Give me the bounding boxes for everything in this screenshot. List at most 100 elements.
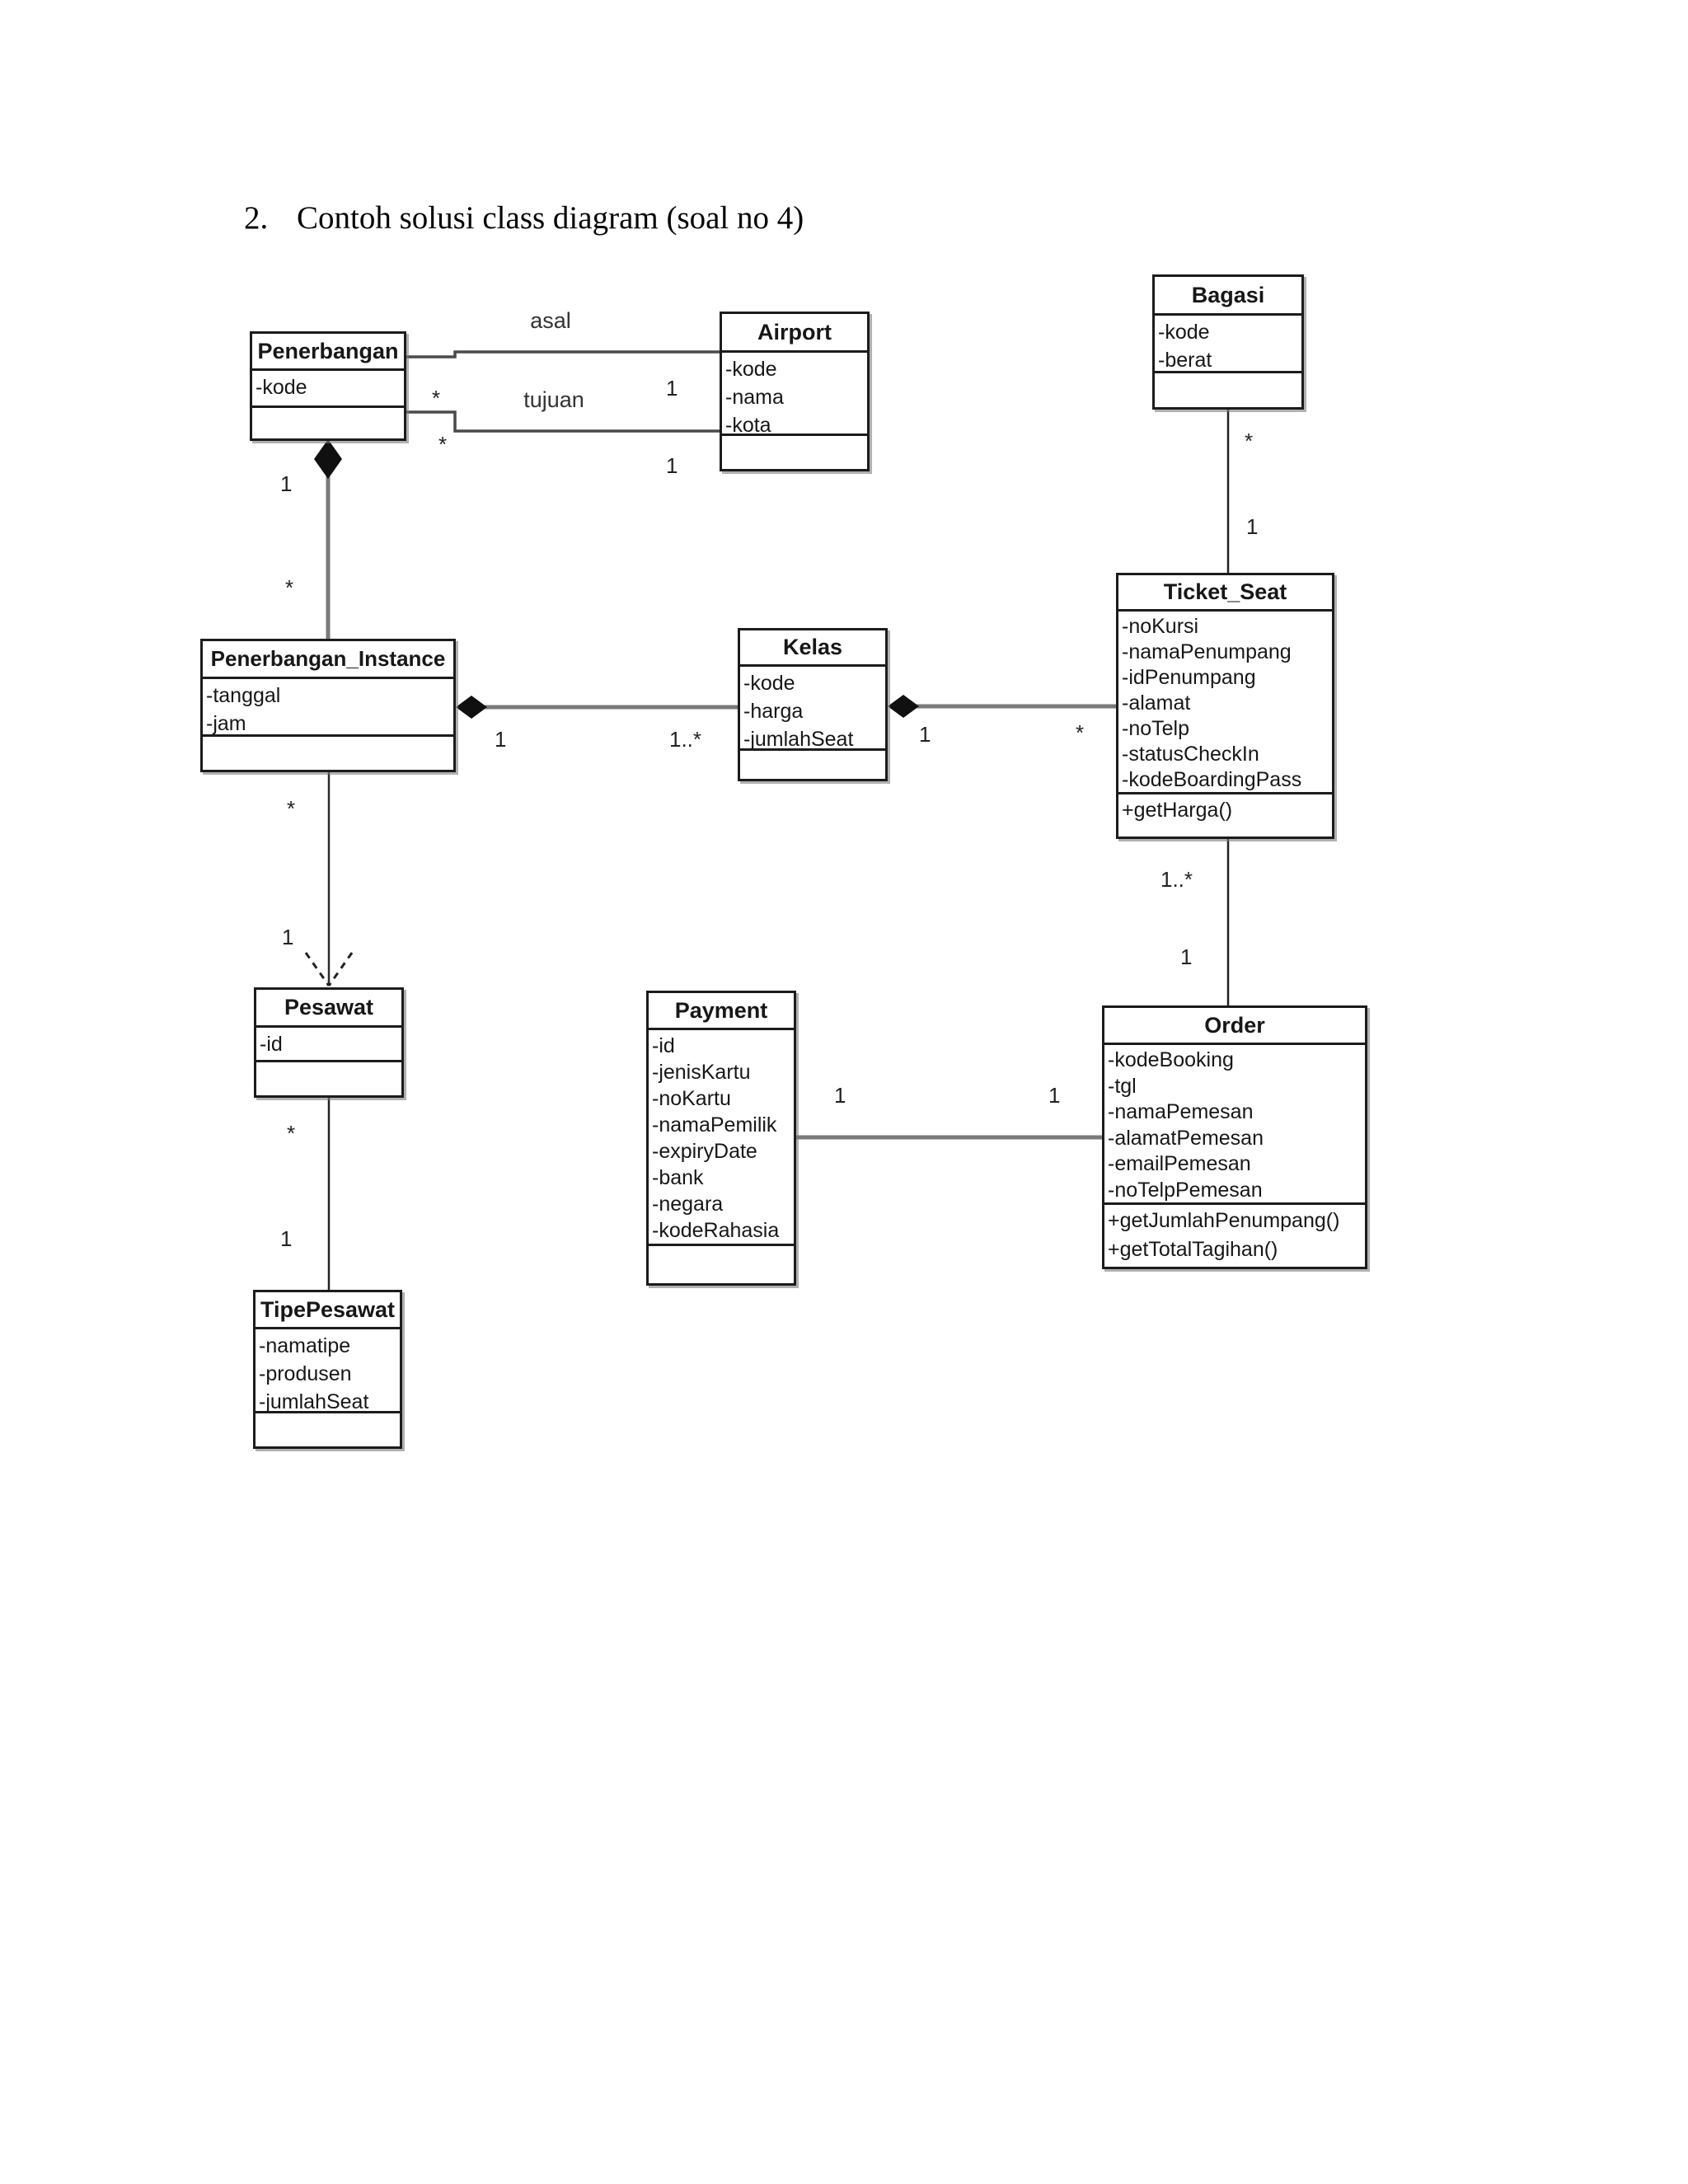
class-attributes: -namatipe -produsen -jumlahSeat xyxy=(256,1329,400,1413)
page-title: 2. Contoh solusi class diagram (soal no … xyxy=(244,199,804,237)
class-attribute: -alamatPemesan xyxy=(1108,1126,1264,1150)
class-name: TipePesawat xyxy=(256,1292,400,1329)
open-arrowhead-icon xyxy=(327,952,354,987)
class-operations xyxy=(649,1246,794,1248)
multiplicity-label: * xyxy=(285,575,294,600)
class-operations xyxy=(252,408,404,410)
class-operation: +getTotalTagihan() xyxy=(1108,1238,1278,1261)
class-operation: +getHarga() xyxy=(1122,799,1233,822)
class-attribute: -kode xyxy=(256,376,307,399)
multiplicity-label: 1 xyxy=(495,727,507,752)
class-attribute: -kode xyxy=(1158,321,1210,344)
class-attribute: -idPenumpang xyxy=(1122,666,1256,689)
class-attribute: -emailPemesan xyxy=(1108,1152,1251,1175)
class-attributes: -id -jenisKartu -noKartu -namaPemilik -e… xyxy=(649,1030,794,1246)
multiplicity-label: 1 xyxy=(666,453,678,478)
class-name: Payment xyxy=(649,993,794,1030)
class-attribute: -berat xyxy=(1158,349,1212,372)
multiplicity-label: 1 xyxy=(1180,944,1193,969)
class-attribute: -noTelp xyxy=(1122,717,1189,740)
class-attribute: -tgl xyxy=(1108,1074,1137,1098)
class-operation: +getJumlahPenumpang() xyxy=(1108,1209,1340,1232)
class-attributes: -kode -harga -jumlahSeat xyxy=(740,667,885,751)
class-attribute: -jumlahSeat xyxy=(259,1390,369,1413)
class-attribute: -kode xyxy=(743,672,795,695)
class-attribute: -expiryDate xyxy=(652,1140,757,1163)
class-operations xyxy=(203,737,453,738)
class-attribute: -jenisKartu xyxy=(652,1061,751,1084)
class-attribute: -kodeRahasia xyxy=(652,1219,780,1242)
class-box-penerbangan: Penerbangan -kode xyxy=(250,331,406,441)
class-operations xyxy=(256,1062,401,1064)
class-box-order: Order -kodeBooking -tgl -namaPemesan -al… xyxy=(1102,1005,1367,1269)
class-attribute: -noKartu xyxy=(652,1087,731,1110)
multiplicity-label: 1 xyxy=(280,1226,293,1251)
tujuan-association-line xyxy=(406,410,720,433)
multiplicity-label: 1 xyxy=(1246,514,1259,539)
multiplicity-label: * xyxy=(1076,720,1085,745)
class-box-airport: Airport -kode -nama -kota xyxy=(720,312,870,471)
class-attribute: -jumlahSeat xyxy=(743,728,854,751)
class-attributes: -kodeBooking -tgl -namaPemesan -alamatPe… xyxy=(1104,1045,1365,1205)
class-attribute: -alamat xyxy=(1122,691,1191,715)
class-attribute: -namaPemesan xyxy=(1108,1100,1254,1123)
class-attributes: -kode xyxy=(252,371,404,408)
class-attribute: -harga xyxy=(743,700,804,723)
class-attributes: -kode -nama -kota xyxy=(722,353,867,436)
class-attribute: -negara xyxy=(652,1193,724,1216)
title-text: Contoh solusi class diagram (soal no 4) xyxy=(297,200,804,236)
class-attribute: -bank xyxy=(652,1166,704,1189)
class-attribute: -noTelpPemesan xyxy=(1108,1178,1263,1202)
multiplicity-label: 1 xyxy=(834,1083,846,1108)
class-name: Penerbangan_Instance xyxy=(203,641,453,679)
class-attribute: -kode xyxy=(725,358,777,381)
class-name: Ticket_Seat xyxy=(1118,575,1332,612)
class-attribute: -produsen xyxy=(259,1362,352,1385)
class-attributes: -kode -berat xyxy=(1155,316,1301,373)
class-box-pesawat: Pesawat -id xyxy=(254,987,404,1098)
class-box-tipe-pesawat: TipePesawat -namatipe -produsen -jumlahS… xyxy=(253,1290,402,1449)
class-name: Kelas xyxy=(740,630,885,667)
class-name: Bagasi xyxy=(1155,277,1301,316)
class-attribute: -statusCheckIn xyxy=(1122,743,1259,766)
composition-diamond-icon xyxy=(314,439,342,479)
class-attribute: -id xyxy=(652,1034,675,1057)
class-attribute: -namaPenumpang xyxy=(1122,640,1292,663)
class-attribute: -kodeBoardingPass xyxy=(1122,768,1302,791)
multiplicity-label: * xyxy=(287,796,296,821)
multiplicity-label: * xyxy=(287,1121,296,1146)
class-name: Order xyxy=(1104,1008,1365,1045)
composition-diamond-icon xyxy=(456,696,487,719)
class-operations: +getJumlahPenumpang() +getTotalTagihan() xyxy=(1104,1205,1365,1264)
composition-diamond-icon xyxy=(888,695,919,718)
multiplicity-label: 1 xyxy=(1048,1083,1061,1108)
multiplicity-label: 1..* xyxy=(669,727,702,752)
class-attribute: -namatipe xyxy=(259,1334,351,1357)
asal-association-line xyxy=(406,350,720,359)
multiplicity-label: 1 xyxy=(919,722,931,747)
multiplicity-label: 1 xyxy=(666,376,678,401)
class-attribute: -nama xyxy=(725,386,784,409)
class-attributes: -noKursi -namaPenumpang -idPenumpang -al… xyxy=(1118,612,1332,794)
title-number: 2. xyxy=(244,200,269,236)
association-label-tujuan: tujuan xyxy=(523,387,584,412)
class-attribute: -tanggal xyxy=(206,684,281,707)
class-operations xyxy=(740,751,885,752)
class-attribute: -kodeBooking xyxy=(1108,1048,1234,1071)
class-box-kelas: Kelas -kode -harga -jumlahSeat xyxy=(738,628,888,781)
multiplicity-label: 1 xyxy=(280,471,293,496)
class-box-payment: Payment -id -jenisKartu -noKartu -namaPe… xyxy=(646,991,796,1286)
class-attribute: -kota xyxy=(725,414,771,436)
class-operations: +getHarga() xyxy=(1118,794,1332,824)
multiplicity-label: 1..* xyxy=(1160,867,1193,892)
multiplicity-label: * xyxy=(1245,429,1254,453)
class-name: Airport xyxy=(722,314,867,353)
class-operations xyxy=(256,1413,400,1415)
class-box-penerbangan-instance: Penerbangan_Instance -tanggal -jam xyxy=(200,639,456,772)
class-attributes: -id xyxy=(256,1028,401,1062)
multiplicity-label: * xyxy=(432,386,441,410)
class-operations xyxy=(722,436,867,438)
class-name: Penerbangan xyxy=(252,334,404,371)
class-attribute: -jam xyxy=(206,712,246,735)
